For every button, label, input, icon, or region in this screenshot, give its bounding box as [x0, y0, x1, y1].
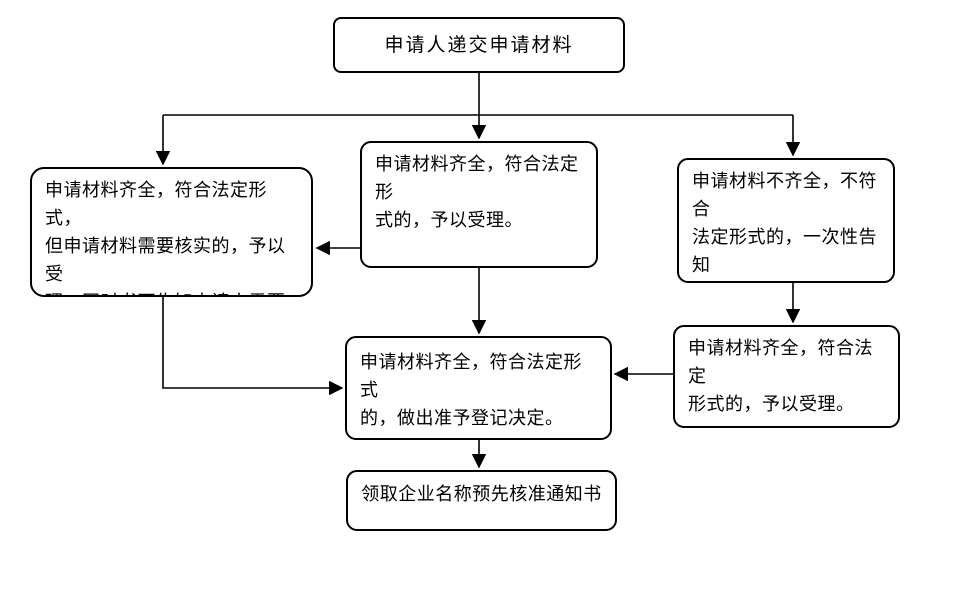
node-submit-materials: 申请人递交申请材料: [333, 17, 625, 73]
node-registration-decision: 申请材料齐全，符合法定形式 的，做出准予登记决定。: [345, 336, 612, 440]
arrow-verify-to-decision: [162, 297, 344, 396]
node-receive-approval-notice: 领取企业名称预先核准通知书: [346, 470, 617, 531]
node-accepted-after-correction: 申请材料齐全，符合法定 形式的，予以受理。: [673, 325, 900, 428]
node-accepted-needs-verification: 申请材料齐全，符合法定形式， 但申请材料需要核实的，予以受 理，同时书面告知申请…: [30, 167, 313, 297]
node-complete-accepted: 申请材料齐全，符合法定形 式的，予以受理。: [360, 141, 598, 268]
node-incomplete-notify-corrections: 申请材料不齐全，不符合 法定形式的，一次性告知 申请人需补正的全部内 容。: [677, 158, 895, 283]
